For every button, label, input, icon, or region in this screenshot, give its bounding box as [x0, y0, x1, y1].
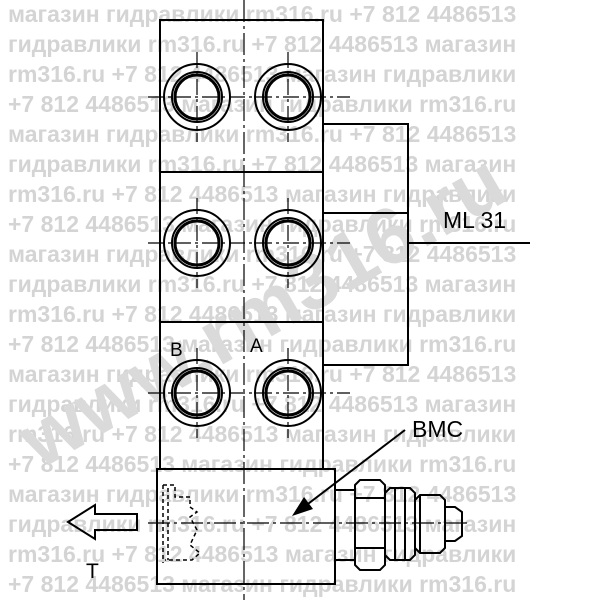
watermark-line: +7 812 4486513 магазин гидравлики rm316.…: [8, 331, 516, 357]
bmc-cartridge: [335, 479, 463, 571]
watermark-line: гидравлики rm316.ru +7 812 4486513 магаз…: [8, 271, 516, 297]
base-plate: [156, 468, 336, 585]
watermark-layer: магазин гидравлики rm316.ru +7 812 44865…: [8, 1, 516, 597]
watermark-line: магазин гидравлики rm316.ru +7 812 44865…: [8, 1, 516, 27]
bmc-label: BMC: [412, 416, 463, 442]
watermark-line: гидравлики rm316.ru +7 812 4486513 магаз…: [8, 511, 516, 537]
watermark-line: rm316.ru +7 812 4486513 магазин гидравли…: [8, 421, 516, 447]
port-a-label: A: [250, 336, 263, 357]
ml31-bracket: [323, 123, 530, 366]
watermark-line: магазин гидравлики rm316.ru +7 812 44865…: [8, 121, 516, 147]
port-b-label: B: [170, 340, 183, 361]
watermark-line: +7 812 4486513 магазин гидравлики rm316.…: [8, 451, 516, 477]
port-centerlines: [148, 52, 350, 438]
bmc-arrowhead: [292, 497, 313, 516]
tank-outlet-arrow: [66, 503, 138, 541]
watermark-line: rm316.ru +7 812 4486513 магазин гидравли…: [8, 181, 516, 207]
ml31-label: ML 31: [443, 207, 506, 233]
valve-stack-drawing: [66, 0, 530, 600]
tank-port-label: T: [86, 560, 99, 583]
base-valve-internals: [162, 484, 202, 563]
watermark-line: rm316.ru +7 812 4486513 магазин гидравли…: [8, 61, 516, 87]
watermark-line: гидравлики rm316.ru +7 812 4486513 магаз…: [8, 31, 516, 57]
bmc-leader: [299, 429, 406, 511]
